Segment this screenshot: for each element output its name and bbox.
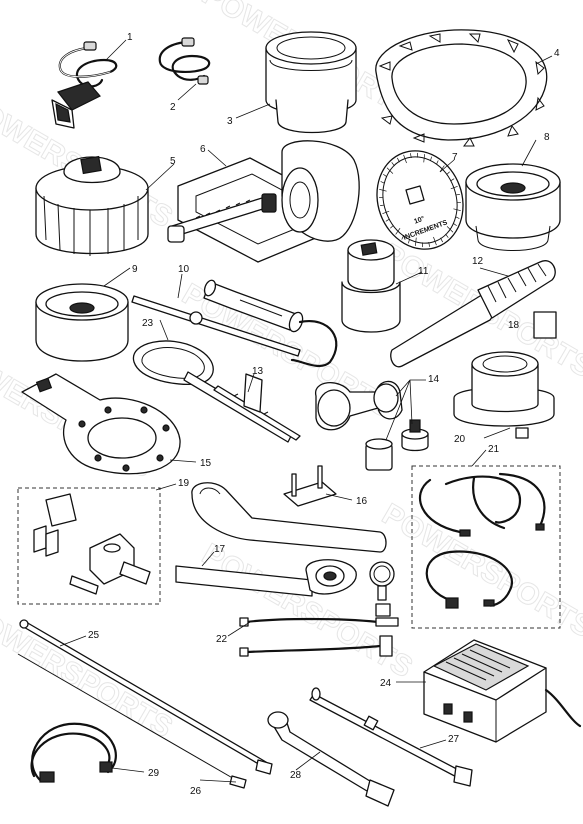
part-9-cup-socket xyxy=(35,283,129,362)
callout-12: 12 xyxy=(472,256,484,267)
part-27-probe-rod xyxy=(309,687,473,787)
part-10-probe-syringe xyxy=(131,279,338,368)
dial-tick xyxy=(403,154,407,164)
dial-tick xyxy=(382,210,390,215)
dial-tick xyxy=(439,165,445,172)
part-13-long-tool xyxy=(213,373,301,441)
part-28-fitting-tube xyxy=(267,711,395,807)
dial-tick xyxy=(390,225,394,229)
callout-15: 15 xyxy=(200,458,212,469)
callout-16: 16 xyxy=(356,496,368,507)
callout-5: 5 xyxy=(170,156,176,167)
dial-value-text: 10° xyxy=(413,214,426,225)
part-3-cup-socket xyxy=(265,31,357,134)
part-17-locking-bar xyxy=(175,559,357,597)
callout-28: 28 xyxy=(290,770,302,781)
dial-tick xyxy=(410,153,412,158)
dial-tick xyxy=(396,157,400,163)
callout-17: 17 xyxy=(214,544,226,555)
callout-27: 27 xyxy=(448,734,460,745)
leader-lines xyxy=(59,39,553,783)
part-25-long-rod xyxy=(19,619,273,775)
part-15-flange-holder xyxy=(21,373,181,475)
dial-tick xyxy=(415,237,417,246)
dial-tick xyxy=(452,222,457,227)
dial-tick xyxy=(391,162,395,167)
dial-tick xyxy=(395,228,401,235)
dial-tick xyxy=(401,235,404,240)
callout-23: 23 xyxy=(142,318,154,329)
dial-tick xyxy=(430,156,432,162)
part-5-filter-cup-wrench xyxy=(35,155,149,256)
callout-13: 13 xyxy=(252,366,264,377)
callout-10: 10 xyxy=(178,264,190,275)
watermark-text-8: POWERSPORTS xyxy=(377,497,583,644)
callout-29: 29 xyxy=(148,768,160,779)
callout-7: 7 xyxy=(452,152,458,163)
callout-11: 11 xyxy=(418,266,429,277)
part-14-adapters xyxy=(315,380,429,471)
callout-19: 19 xyxy=(178,478,190,489)
dial-tick xyxy=(380,181,385,184)
part-21-cable-kit xyxy=(411,465,561,629)
dial-tick xyxy=(408,238,410,244)
callout-6: 6 xyxy=(200,144,206,155)
callout-numbers: 1 2 3 4 5 6 7 8 9 10 11 12 13 14 15 16 1… xyxy=(88,32,560,797)
callout-22: 22 xyxy=(216,634,228,645)
part-16-stud-tool xyxy=(283,465,337,507)
dial-tick xyxy=(445,233,449,238)
callout-26: 26 xyxy=(190,786,202,797)
callout-14: 14 xyxy=(428,374,440,385)
callout-18: 18 xyxy=(508,320,520,331)
dial-tick xyxy=(450,178,455,182)
dial-ticks xyxy=(379,152,461,248)
part-6-press-tool xyxy=(167,140,360,263)
dial-tick xyxy=(428,242,430,247)
dial-tick xyxy=(455,216,460,219)
callout-25: 25 xyxy=(88,630,100,641)
part-18-label xyxy=(533,311,557,339)
part-12-cone-hose xyxy=(390,260,556,368)
part-11-hex-socket xyxy=(341,239,401,333)
part-19-kit-group xyxy=(17,487,161,605)
callout-4: 4 xyxy=(554,48,560,59)
part-24-control-module xyxy=(423,639,582,743)
part-1-diagnostic-cable xyxy=(51,41,118,129)
part-c-spanner xyxy=(191,482,387,553)
part-22-hoses xyxy=(239,617,399,657)
callout-8: 8 xyxy=(544,132,550,143)
dial-tick xyxy=(455,194,460,196)
part-pressure-gauge xyxy=(369,561,395,617)
dial-tick xyxy=(383,173,388,178)
part-29-cable-loop xyxy=(30,722,117,783)
callout-20: 20 xyxy=(454,434,466,445)
dial-tick xyxy=(440,237,444,243)
part-20-gear-puller xyxy=(453,351,555,439)
dial-tick xyxy=(386,167,394,174)
dial-tick xyxy=(380,204,385,206)
part-4-castellated-ring xyxy=(375,29,548,147)
dial-tick xyxy=(453,208,461,212)
dial-tick xyxy=(446,171,450,175)
part-7-degree-dial: 10° INCREMENTS xyxy=(376,150,464,250)
dial-tick xyxy=(436,160,439,165)
callout-2: 2 xyxy=(170,102,176,113)
callout-21: 21 xyxy=(488,444,500,455)
callout-1: 1 xyxy=(127,32,133,43)
dial-tick xyxy=(433,236,437,246)
dial-tick xyxy=(450,185,458,190)
callout-3: 3 xyxy=(227,116,233,127)
dial-tick xyxy=(446,226,454,233)
callout-24: 24 xyxy=(380,678,392,689)
dial-tick xyxy=(385,218,390,222)
watermark-text-6: POWERSPORTS xyxy=(0,597,178,744)
dial-tick xyxy=(423,154,425,163)
part-2-cable xyxy=(158,37,211,85)
part-8-cup-socket xyxy=(465,163,561,251)
callout-9: 9 xyxy=(132,264,138,275)
dial-tick xyxy=(379,188,387,192)
